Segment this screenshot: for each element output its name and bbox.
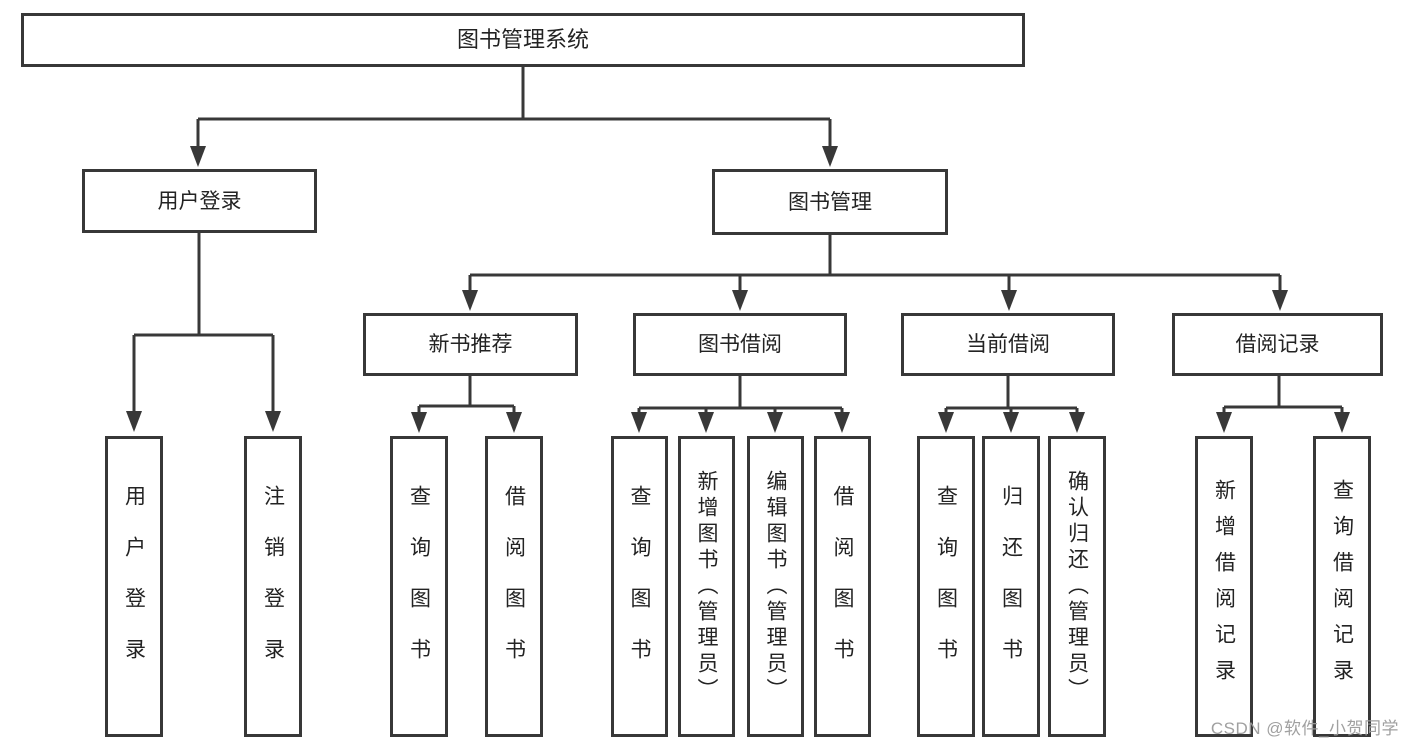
leaf-add-borrow-record: 新增借阅记录	[1195, 436, 1253, 737]
node-label: 查询图书	[407, 484, 431, 689]
node-current-borrow: 当前借阅	[901, 313, 1115, 376]
leaf-query-books-1: 查询图书	[390, 436, 448, 737]
node-label: 图书管理系统	[456, 27, 589, 52]
leaf-query-borrow-record: 查询借阅记录	[1313, 436, 1371, 737]
node-label: 图书借阅	[698, 333, 782, 356]
node-borrow-record: 借阅记录	[1172, 313, 1383, 376]
leaf-user-login: 用户登录	[105, 436, 163, 737]
node-user-login: 用户登录	[82, 169, 317, 233]
node-label: 用户登录	[122, 484, 146, 689]
node-label: 查询借阅记录	[1330, 478, 1354, 695]
node-label: 确认归还（管理员）	[1065, 469, 1089, 704]
node-label: 用户登录	[157, 189, 242, 213]
node-label: 当前借阅	[966, 333, 1050, 356]
node-label: 新增借阅记录	[1212, 478, 1236, 695]
node-label: 查询图书	[628, 484, 651, 689]
node-new-book-recommend: 新书推荐	[363, 313, 578, 376]
leaf-logout: 注销登录	[244, 436, 302, 737]
csdn-watermark: CSDN @软件_小贺同学	[1210, 719, 1399, 738]
node-label: 新增图书（管理员）	[695, 469, 718, 704]
leaf-add-books-admin: 新增图书（管理员）	[678, 436, 735, 737]
node-label: 新书推荐	[428, 333, 513, 356]
node-label: 归还图书	[999, 484, 1023, 689]
leaf-return-books: 归还图书	[982, 436, 1040, 737]
node-library-system: 图书管理系统	[21, 13, 1025, 67]
leaf-confirm-return-admin: 确认归还（管理员）	[1048, 436, 1106, 737]
leaf-edit-books-admin: 编辑图书（管理员）	[747, 436, 804, 737]
leaf-borrow-books-2: 借阅图书	[814, 436, 871, 737]
node-label: 查询图书	[934, 484, 958, 689]
node-label: 编辑图书（管理员）	[764, 469, 787, 704]
leaf-borrow-books-1: 借阅图书	[485, 436, 543, 737]
node-label: 借阅记录	[1235, 333, 1320, 356]
node-label: 借阅图书	[831, 484, 854, 689]
node-label: 图书管理	[788, 190, 872, 214]
leaf-query-books-3: 查询图书	[917, 436, 975, 737]
arrowheads	[126, 146, 1350, 433]
node-book-management: 图书管理	[712, 169, 948, 235]
node-book-borrow: 图书借阅	[633, 313, 847, 376]
leaf-query-books-2: 查询图书	[611, 436, 668, 737]
node-label: 注销登录	[261, 484, 285, 689]
node-label: 借阅图书	[502, 484, 526, 689]
